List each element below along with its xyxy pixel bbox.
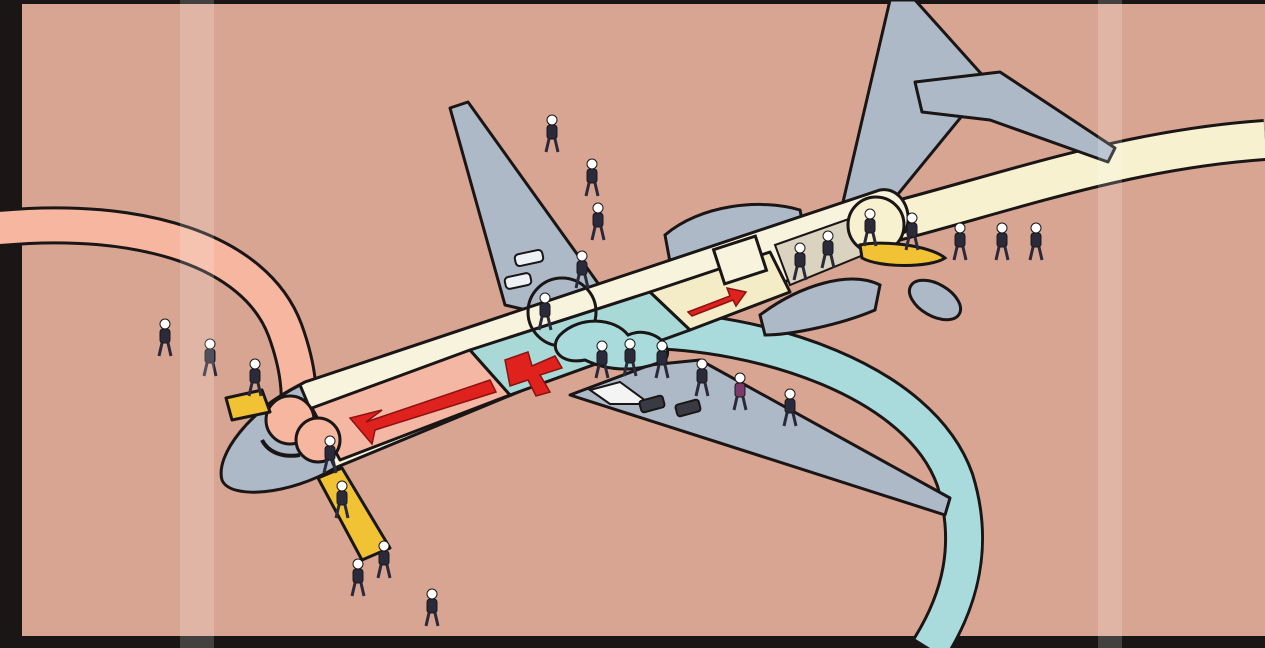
tape-strip	[180, 0, 214, 648]
tape-strip	[1098, 0, 1122, 648]
